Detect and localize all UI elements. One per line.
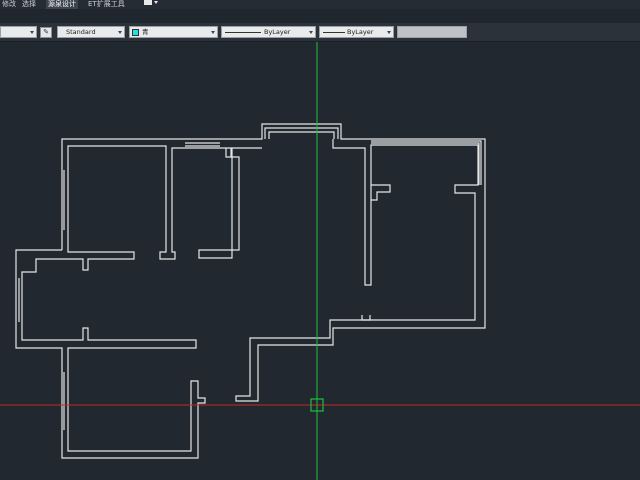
- lineweight-dropdown[interactable]: ByLayer: [319, 26, 394, 38]
- menu-modify[interactable]: 修改: [2, 0, 16, 8]
- window: [371, 142, 480, 185]
- drawing-canvas[interactable]: [0, 42, 640, 480]
- partition: [225, 148, 231, 158]
- line-preview: [323, 32, 345, 33]
- linetype-dropdown[interactable]: ByLayer: [221, 26, 316, 38]
- window: [371, 140, 482, 185]
- lineweight-dropdown-value: ByLayer: [347, 28, 374, 36]
- ribbon-gap: [0, 9, 640, 23]
- color-dropdown[interactable]: 青: [129, 26, 218, 38]
- properties-toolbar: ✎ Standard 青 ByLayer ByLayer: [0, 23, 640, 42]
- menu-et-tools[interactable]: ET扩展工具: [88, 0, 125, 8]
- partition: [361, 315, 371, 321]
- line-preview: [225, 32, 261, 33]
- color-dropdown-value: 青: [142, 28, 149, 36]
- chevron-down-icon[interactable]: [309, 31, 313, 34]
- plot-style-dropdown: [397, 26, 467, 38]
- walls: [15, 123, 486, 459]
- menu-bar: 修改 选择 源泉设计 ET扩展工具: [0, 0, 640, 9]
- chevron-down-icon[interactable]: [30, 31, 34, 34]
- menu-yuanquan-design[interactable]: 源泉设计: [46, 0, 78, 9]
- chevron-down-icon[interactable]: [118, 31, 122, 34]
- match-style-icon[interactable]: ✎: [40, 27, 52, 38]
- menu-select[interactable]: 选择: [22, 0, 36, 8]
- ucs-origin-icon[interactable]: [310, 398, 324, 412]
- chevron-down-icon[interactable]: [154, 1, 158, 4]
- layer-dropdown[interactable]: [0, 26, 37, 38]
- style-dropdown-value: Standard: [66, 28, 96, 36]
- outer-wall: [15, 145, 262, 459]
- style-dropdown[interactable]: Standard: [57, 26, 125, 38]
- floor-plan[interactable]: [0, 42, 640, 480]
- bay-window: [268, 131, 335, 139]
- partition: [371, 184, 391, 201]
- window-icon[interactable]: [144, 0, 152, 5]
- outer-wall: [61, 123, 486, 402]
- chevron-down-icon[interactable]: [387, 31, 391, 34]
- bay-window: [264, 127, 339, 139]
- color-swatch: [132, 29, 139, 36]
- linetype-dropdown-value: ByLayer: [264, 28, 291, 36]
- chevron-down-icon[interactable]: [211, 31, 215, 34]
